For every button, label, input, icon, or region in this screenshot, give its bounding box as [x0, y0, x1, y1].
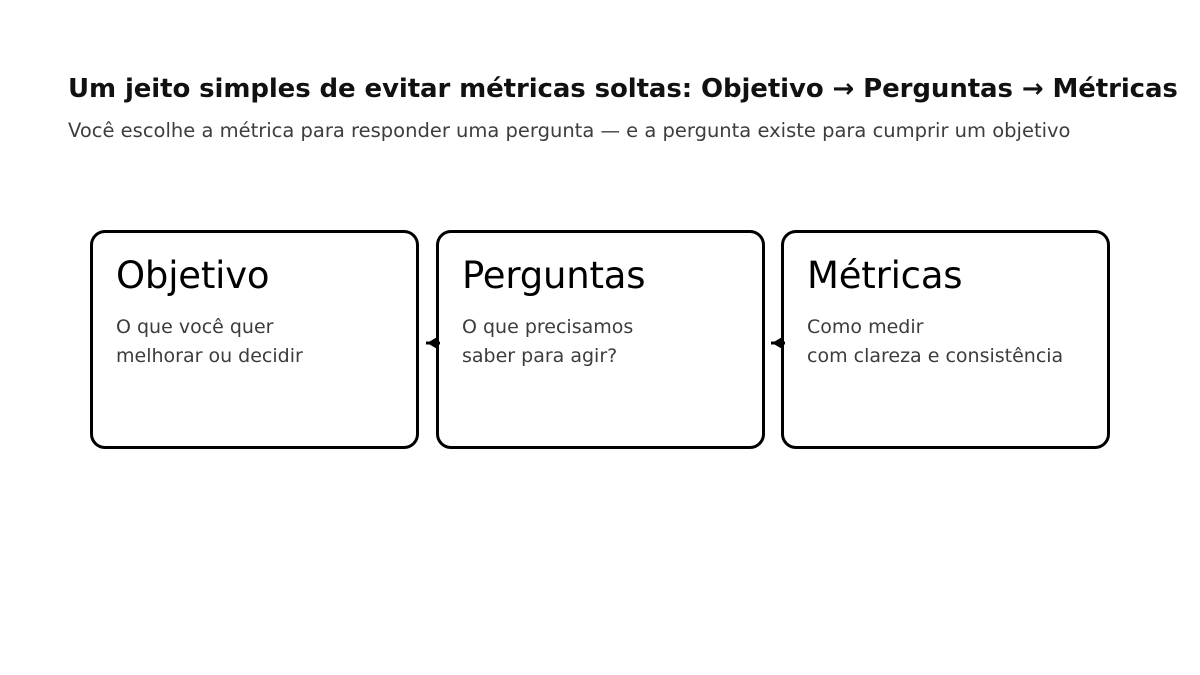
flow-card-metricas[interactable]: Métricas Como medir com clareza e consis… [781, 230, 1110, 449]
card-body-line-1: Como medir [807, 316, 924, 338]
card-body: O que precisamos saber para agir? [462, 313, 882, 371]
flow-card-objetivo[interactable]: Objetivo O que você quer melhorar ou dec… [90, 230, 419, 449]
header: Um jeito simples de evitar métricas solt… [68, 72, 1200, 145]
card-body: O que você quer melhorar ou decidir [116, 313, 536, 371]
card-body-line-1: O que precisamos [462, 316, 634, 338]
card-body-line-2: saber para agir? [462, 345, 618, 367]
card-content: Métricas Como medir com clareza e consis… [807, 253, 1200, 371]
page-subtitle: Você escolhe a métrica para responder um… [68, 119, 1071, 142]
page-title: Um jeito simples de evitar métricas solt… [68, 74, 1178, 104]
connector-perguntas-metricas [759, 332, 785, 354]
card-title: Métricas [807, 254, 963, 297]
card-body: Como medir com clareza e consistência [807, 313, 1200, 371]
arrow-left-triangle-icon [771, 336, 785, 350]
card-body-line-2: melhorar ou decidir [116, 345, 303, 367]
card-body-line-1: O que você quer [116, 316, 274, 338]
card-content: Perguntas O que precisamos saber para ag… [462, 253, 882, 371]
card-body-line-2: com clareza e consistência [807, 345, 1064, 367]
flow-card-perguntas[interactable]: Perguntas O que precisamos saber para ag… [436, 230, 765, 449]
arrow-left-triangle-icon [426, 336, 440, 350]
card-title: Objetivo [116, 254, 270, 297]
card-content: Objetivo O que você quer melhorar ou dec… [116, 253, 536, 371]
card-title: Perguntas [462, 254, 646, 297]
connector-objetivo-perguntas [414, 332, 440, 354]
